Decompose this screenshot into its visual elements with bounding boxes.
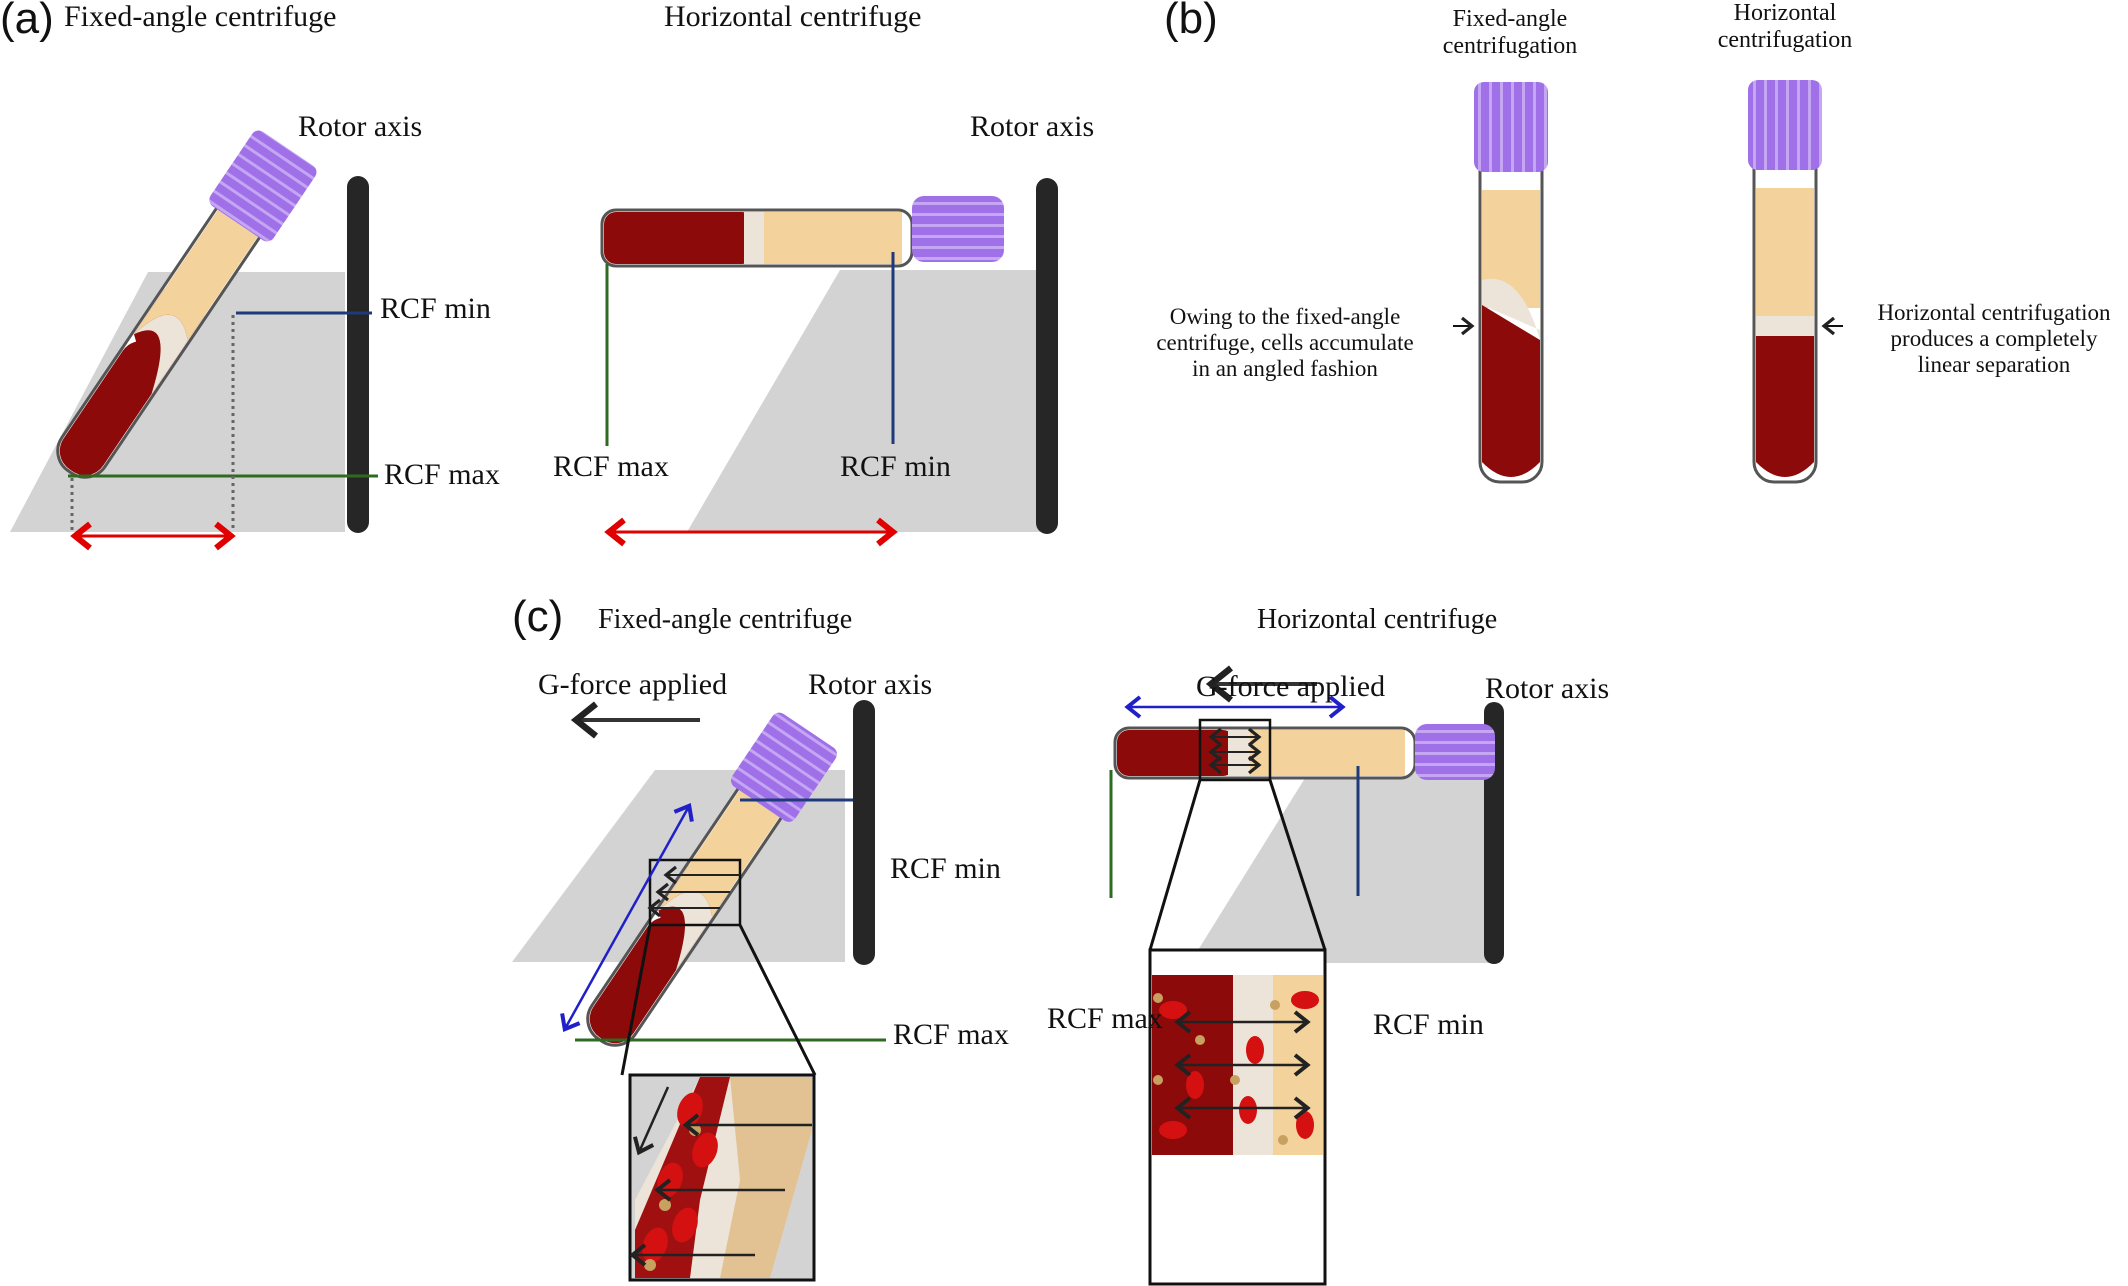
note-line: in an angled fashion [1192, 356, 1378, 381]
rotor-axis-bar [1036, 178, 1058, 534]
panel-c-horizontal-gforce: G-force applied [1196, 670, 1386, 703]
panel-c-fixed-rcf-max: RCF max [893, 1018, 1009, 1051]
panel-a-fixed-rotor-axis: Rotor axis [298, 110, 423, 143]
panel-c-horizontal-diagram [1109, 665, 1504, 1286]
note-line: Owing to the fixed-angle [1169, 304, 1401, 329]
zoom-connector [1148, 779, 1202, 951]
zoom-connector [738, 924, 817, 1076]
panel-b-horizontal-title-line: Horizontal [1733, 0, 1837, 26]
horizontal-tube [600, 196, 1004, 268]
panel-b-fixed-note: Owing to the fixed-angle centrifuge, cel… [1130, 304, 1440, 382]
panel-label-c: (c) [512, 592, 564, 641]
panel-c-fixed-title: Fixed-angle centrifuge [598, 604, 853, 635]
zoom-region-box [1198, 718, 1272, 782]
panel-a-horizontal-diagram [600, 178, 1058, 547]
panel-a-horizontal-rotor-axis: Rotor axis [970, 110, 1095, 143]
rotor-platform [1190, 770, 1500, 963]
panel-c-fixed-rcf-min: RCF min [890, 852, 1001, 885]
panel-label-b: (b) [1164, 0, 1218, 43]
zoom-inset [1148, 948, 1327, 1286]
panel-label-a: (a) [0, 0, 54, 43]
panel-b-fixed-title-line: centrifugation [1442, 33, 1578, 59]
panel-b-fixed-title: Fixed-angle centrifugation [1430, 6, 1590, 60]
rotor-axis-bar [853, 700, 875, 965]
panel-b-horizontal-tube [1748, 80, 1843, 484]
panel-b-horizontal-note: Horizontal centrifugation produces a com… [1860, 300, 2128, 378]
panel-a-fixed-rcf-min: RCF min [380, 292, 491, 325]
rotor-axis-bar [347, 176, 369, 533]
panel-c-horizontal-title: Horizontal centrifuge [1257, 604, 1498, 635]
panel-a-horizontal-rcf-max: RCF max [553, 450, 669, 483]
panel-a-horizontal-rcf-min: RCF min [840, 450, 951, 483]
horizontal-tube [1113, 724, 1495, 780]
panel-c-fixed-angle-diagram [512, 700, 886, 1282]
zoom-inset [628, 1073, 816, 1282]
angled-tube [56, 130, 317, 479]
panel-a-fixed-rcf-max: RCF max [384, 458, 500, 491]
note-line: centrifuge, cells accumulate [1156, 330, 1414, 355]
panel-b-horizontal-title: Horizontal centrifugation [1705, 0, 1865, 54]
panel-c-horizontal-rcf-max: RCF max [1047, 1002, 1163, 1035]
panel-b-horizontal-title-line: centrifugation [1717, 27, 1853, 53]
panel-c-horizontal-rcf-min: RCF min [1373, 1008, 1484, 1041]
panel-b-fixed-angle-tube [1453, 82, 1548, 484]
panel-a-fixed-title: Fixed-angle centrifuge [64, 0, 337, 33]
note-line: Horizontal centrifugation [1877, 300, 2111, 325]
zoom-connector [1268, 779, 1327, 951]
panel-b-fixed-title-line: Fixed-angle [1452, 6, 1568, 32]
note-line: produces a completely [1890, 326, 2098, 351]
panel-c-fixed-rotor-axis: Rotor axis [808, 668, 933, 701]
panel-a-fixed-angle-diagram [10, 130, 378, 551]
rotor-platform [687, 270, 1040, 532]
note-line: linear separation [1917, 352, 2071, 377]
panel-c-fixed-gforce: G-force applied [538, 668, 728, 701]
tube-length-arrow [560, 803, 694, 1032]
zoom-connector [620, 924, 652, 1076]
panel-a-horizontal-title: Horizontal centrifuge [664, 0, 922, 33]
panel-c-horizontal-rotor-axis: Rotor axis [1485, 672, 1610, 705]
